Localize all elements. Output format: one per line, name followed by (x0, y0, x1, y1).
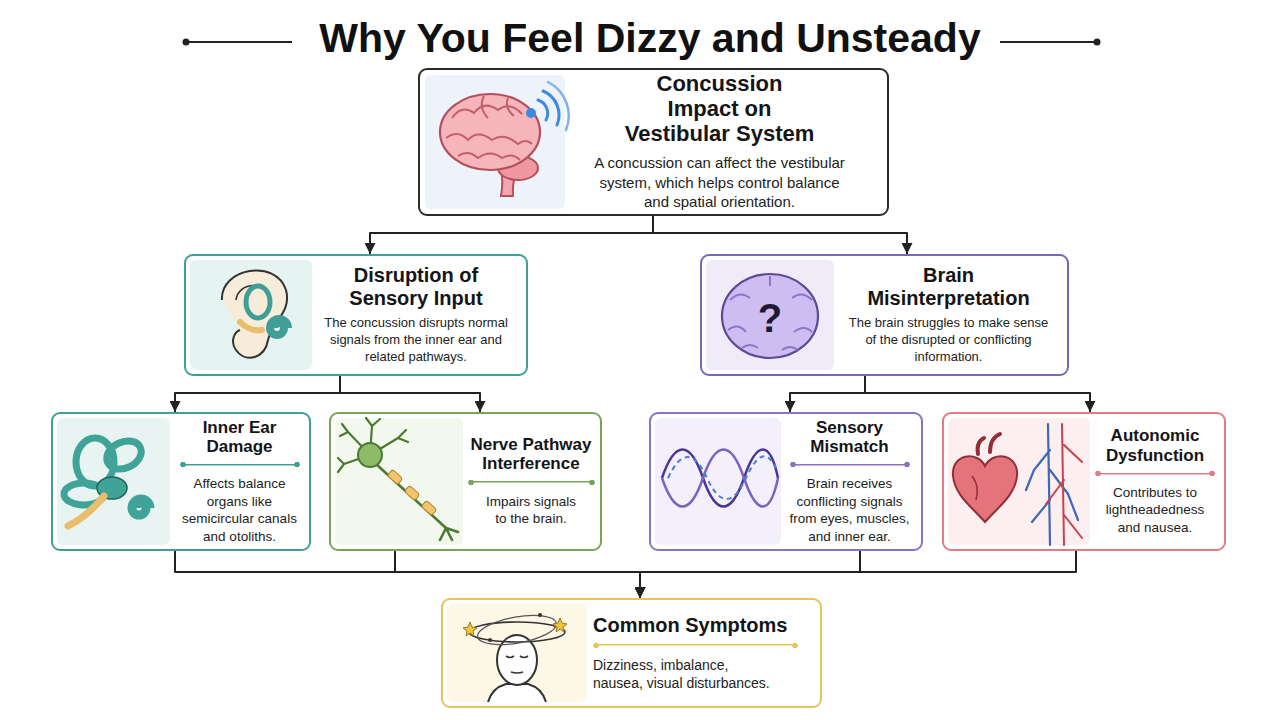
flow-arrow (340, 376, 480, 412)
title-rule (1000, 41, 1095, 43)
flow-arrow (395, 551, 640, 598)
box-heading: Common Symptoms (593, 614, 798, 650)
box-text: The brain struggles to make sense of the… (846, 315, 1051, 366)
box-heading: Disruption of Sensory Input (326, 264, 506, 309)
box-heading: Brain Misinterpretation (861, 264, 1036, 309)
process-box: Nerve Pathway InterferenceImpairs signal… (329, 412, 602, 551)
box-text: A concussion can affect the vestibular s… (589, 153, 851, 212)
process-box: Inner Ear DamageAffects balance organs l… (51, 412, 311, 551)
title-rule (188, 41, 292, 43)
flow-arrow (790, 376, 865, 412)
flow-arrow (640, 551, 1076, 598)
box-text: Affects balance organs like semicircular… (180, 475, 300, 545)
box-text: Brain receives conflicting signals from … (787, 475, 912, 545)
box-heading: Concussion Impact on Vestibular System (621, 72, 819, 147)
box-heading: Nerve Pathway Interference (468, 435, 595, 486)
box-heading: Autonomic Dysfunction (1095, 426, 1215, 477)
process-box: Brain MisinterpretationThe brain struggl… (700, 254, 1069, 376)
title-dot (183, 39, 190, 46)
process-box: Common SymptomsDizziness, imbalance, nau… (441, 598, 822, 708)
box-heading: Sensory Mismatch (790, 418, 910, 469)
diagram-title: Why You Feel Dizzy and Unsteady (290, 12, 1010, 64)
flow-arrow (175, 551, 640, 598)
flow-arrow (640, 551, 860, 598)
symbol-label: ? (758, 296, 782, 341)
flow-arrow (653, 216, 907, 254)
flow-arrow (175, 376, 340, 412)
box-text: Dizziness, imbalance, nausea, visual dis… (593, 656, 773, 692)
flow-arrow (370, 216, 653, 254)
process-box: Autonomic DysfunctionContributes to ligh… (942, 412, 1226, 551)
process-box: Sensory MismatchBrain receives conflicti… (649, 412, 923, 551)
box-text: Impairs signals to the brain. (481, 493, 581, 528)
process-box: Concussion Impact on Vestibular System A … (418, 68, 889, 216)
title-dot (1094, 39, 1101, 46)
process-box: Disruption of Sensory InputThe concussio… (184, 254, 528, 376)
box-heading: Inner Ear Damage (180, 418, 300, 469)
box-text: The concussion disrupts normal signals f… (321, 315, 511, 366)
flow-arrow (865, 376, 1090, 412)
box-text: Contributes to lightheadedness and nause… (1098, 484, 1213, 537)
